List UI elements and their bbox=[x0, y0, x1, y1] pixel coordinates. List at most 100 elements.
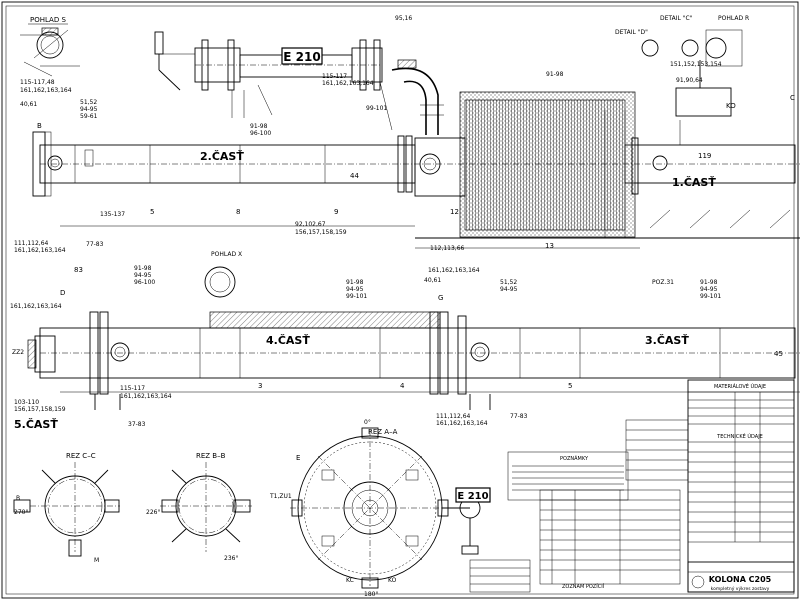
callout-161-164: 161,162,163,164 bbox=[20, 87, 72, 94]
callout-115-117-top: 115-117 bbox=[322, 73, 347, 80]
pipe-bend-top bbox=[391, 59, 444, 135]
callout-12: 12 bbox=[450, 208, 459, 216]
positions-title: ZOZNAM POZÍCIÍ bbox=[562, 583, 605, 590]
callout-5-mid: 5 bbox=[568, 382, 572, 390]
aa-0: 0° bbox=[364, 419, 371, 426]
callout-94-95-mid2: 94-95 bbox=[346, 286, 364, 293]
technical-data-table: MATERIÁLOVÉ ÚDAJE TECHNICKÉ ÚDAJE bbox=[625, 379, 795, 593]
company-logo bbox=[691, 575, 705, 589]
part-2-label: 2.ČASŤ bbox=[200, 150, 244, 163]
callout-ko: KO bbox=[726, 102, 736, 110]
callout-161-164b: 161,162,163,164 bbox=[14, 247, 66, 254]
section-cc: REZ C–C B 270° M bbox=[13, 452, 120, 564]
pohlad-s-label: POHLAD S bbox=[30, 16, 66, 24]
callout-94-95-mid4: 94-95 bbox=[700, 286, 718, 293]
callout-135-137: 135-137 bbox=[100, 211, 125, 218]
detail-c-circle bbox=[681, 39, 699, 57]
pohlad-x-circle bbox=[204, 266, 236, 298]
callout-g-mid: G bbox=[438, 294, 443, 302]
callout-115-117-48: 115-117,48 bbox=[20, 79, 55, 86]
sheet-inner-border bbox=[5, 5, 795, 595]
callout-91-98-top: 91-98 bbox=[250, 123, 268, 130]
e210-top-label: E 210 bbox=[283, 50, 320, 64]
callout-156-159: 156,157,158,159 bbox=[295, 229, 347, 236]
aa-e: E bbox=[296, 454, 300, 462]
callout-94-95-mid3: 94-95 bbox=[500, 286, 518, 293]
callout-111-112-64-mid: 111,112,64 bbox=[436, 413, 471, 420]
rez-cc-label: REZ C–C bbox=[66, 452, 96, 460]
aa-180: 180° bbox=[364, 591, 378, 598]
callout-94-95-mid: 94-95 bbox=[134, 272, 152, 279]
callout-b-upper: B bbox=[37, 122, 42, 130]
bb-226: 226° bbox=[146, 509, 160, 516]
pohlad-x-label: POHLAD X bbox=[211, 251, 242, 258]
callout-96-100-top: 96-100 bbox=[250, 130, 271, 137]
e210-section-label: E 210 bbox=[457, 491, 488, 502]
callout-99-101-mid3: 99-101 bbox=[700, 293, 721, 300]
callout-4: 4 bbox=[400, 382, 405, 390]
upper-left-callouts: 115-117,48 161,162,163,164 40,61 51,52 9… bbox=[14, 15, 795, 274]
callout-151-154: 151,152,153,154 bbox=[670, 61, 722, 68]
title-block: KOLONA C205 kompletný výkres zostavy bbox=[687, 561, 795, 593]
pohlad-s-view: POHLAD S bbox=[20, 16, 80, 77]
cc-b: B bbox=[16, 495, 20, 502]
material-title: MATERIÁLOVÉ ÚDAJE bbox=[714, 382, 766, 390]
callout-poz31: POZ.31 bbox=[652, 279, 674, 286]
callout-161-164-left: 161,162,163,164 bbox=[10, 303, 62, 310]
detail-d-label: DETAIL "D" bbox=[615, 29, 648, 36]
callout-51-52-mid: 51,52 bbox=[500, 279, 517, 286]
notes-table: POZNÁMKY bbox=[507, 451, 629, 501]
callout-161-164-mid3: 161,162,163,164 bbox=[436, 420, 488, 427]
callout-5-upper: 5 bbox=[150, 208, 154, 216]
bb-236: 236° bbox=[224, 555, 238, 562]
callout-c-right: C bbox=[790, 94, 795, 102]
callout-51-52: 51,52 bbox=[80, 99, 97, 106]
callout-112-113-66: 112,113,66 bbox=[430, 245, 465, 252]
callout-40-61-mid: 40,61 bbox=[424, 277, 441, 284]
rez-aa-label: REZ A–A bbox=[368, 428, 398, 436]
drawing-title: KOLONA C205 bbox=[709, 575, 772, 584]
callout-119: 119 bbox=[698, 152, 711, 160]
callout-92-102-67: 92,102,67 bbox=[295, 221, 326, 228]
callout-77-83-mid: 77-83 bbox=[510, 413, 528, 420]
aa-ko: KO bbox=[388, 577, 397, 584]
aa-kc: KC bbox=[346, 577, 354, 584]
callout-91-98-c: 91-98 bbox=[546, 71, 564, 78]
callout-115-117-mid: 115-117 bbox=[120, 385, 145, 392]
middle-callouts: 91-98 94-95 96-100 91-98 94-95 99-101 51… bbox=[10, 265, 783, 428]
rez-bb-label: REZ B–B bbox=[196, 452, 226, 460]
callout-161-164-mid: 161,162,163,164 bbox=[428, 267, 480, 274]
column-lower: 4.ČASŤ 3.ČASŤ 5.ČASŤ POHLAD X bbox=[14, 251, 800, 431]
callout-99-101-mid2: 99-101 bbox=[346, 293, 367, 300]
pohlad-r-box bbox=[705, 29, 743, 67]
callout-91-98-mid2: 91-98 bbox=[346, 279, 364, 286]
callout-59-61: 59-61 bbox=[80, 113, 98, 120]
section-aa: REZ A–A E 180° 0° T1,ZU1 KC KO E 210 bbox=[269, 419, 491, 598]
callout-94-95: 94-95 bbox=[80, 106, 98, 113]
callout-8: 8 bbox=[236, 208, 240, 216]
part-4-label: 4.ČASŤ bbox=[266, 334, 310, 347]
part-1-label: 1.ČASŤ bbox=[672, 176, 716, 189]
cc-270: 270° bbox=[14, 509, 28, 516]
callout-44: 44 bbox=[350, 172, 359, 180]
callout-103-110: 103-110 bbox=[14, 399, 39, 406]
section-bb: REZ B–B 226° 236° bbox=[146, 452, 252, 562]
callout-3: 3 bbox=[258, 382, 262, 390]
aa-t1: T1,ZU1 bbox=[269, 493, 292, 500]
callout-111-112-64: 111,112,64 bbox=[14, 240, 49, 247]
detail-d-circle bbox=[641, 39, 659, 57]
callout-40-61: 40,61 bbox=[20, 101, 37, 108]
callout-91-98-mid3: 91-98 bbox=[700, 279, 718, 286]
callout-156-159-mid: 156,157,158,159 bbox=[14, 406, 66, 413]
positions-table: ZOZNAM POZÍCIÍ bbox=[539, 489, 681, 590]
column-upper: 2.ČASŤ 1.ČASŤ bbox=[32, 37, 800, 249]
tech-title: TECHNICKÉ ÚDAJE bbox=[716, 432, 763, 440]
callout-37-83: 37-83 bbox=[128, 421, 146, 428]
part-3-label: 3.ČASŤ bbox=[645, 334, 689, 347]
callout-91-98-mid: 91-98 bbox=[134, 265, 152, 272]
callout-77-83: 77-83 bbox=[86, 241, 104, 248]
callout-9: 9 bbox=[334, 208, 338, 216]
small-table-left bbox=[469, 559, 531, 593]
